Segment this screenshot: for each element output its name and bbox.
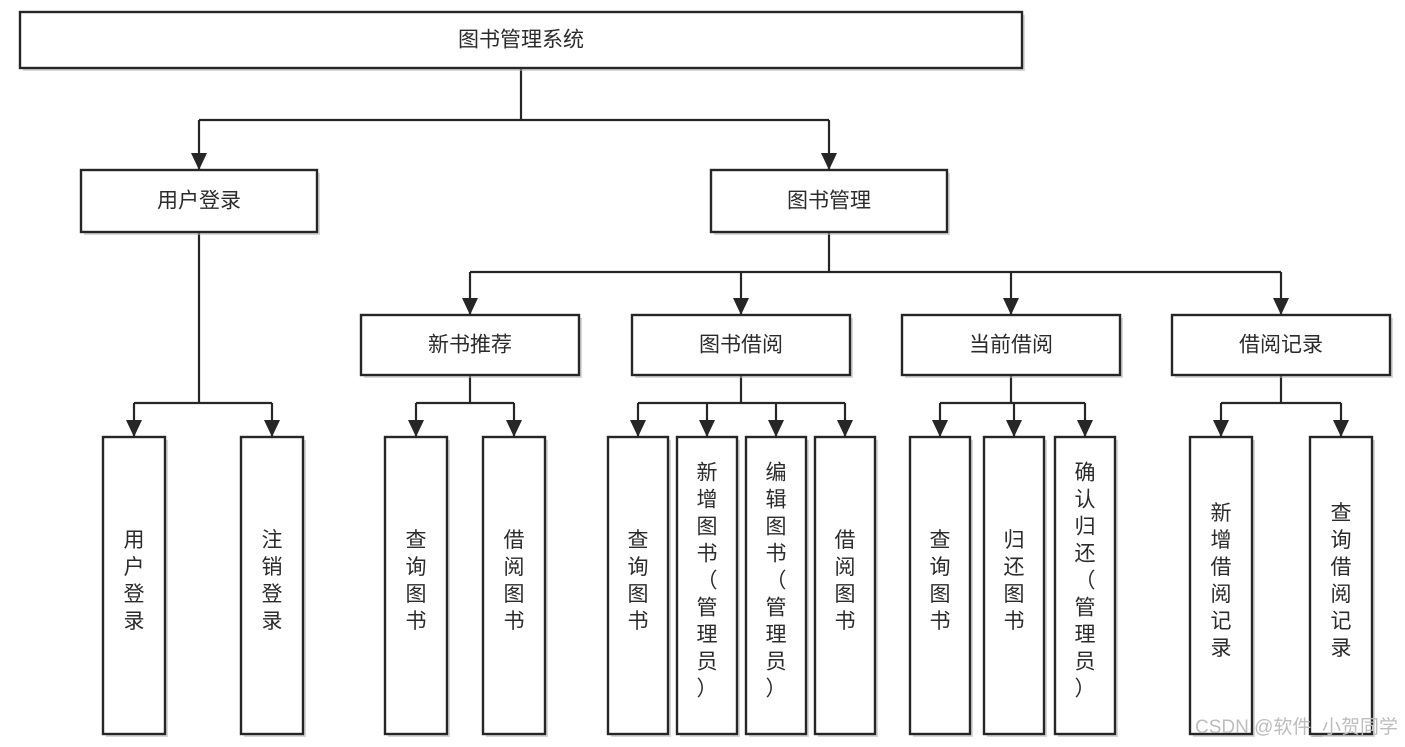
node-box[interactable] [630, 313, 852, 377]
node-root[interactable]: 图书管理系统 [18, 10, 1025, 71]
node-box[interactable] [982, 435, 1046, 736]
node-box[interactable] [359, 313, 581, 377]
node-leaf-borrow-book-rec[interactable]: 借阅图书 [481, 435, 548, 737]
node-leaf-return-book[interactable]: 归还图书 [982, 435, 1047, 737]
node-label: 借阅图书 [504, 529, 525, 633]
node-label: 查询图书 [628, 529, 649, 633]
node-current-borrow[interactable]: 当前借阅 [900, 313, 1123, 378]
node-box[interactable] [239, 435, 305, 736]
node-label: 查询借阅记录 [1331, 502, 1352, 660]
arrow-head-icon [733, 298, 749, 315]
node-label: 图书管理系统 [458, 29, 584, 52]
node-label: 注销登录 [262, 529, 283, 633]
node-leaf-query-book-borrow[interactable]: 查询图书 [606, 435, 671, 737]
node-box[interactable] [744, 435, 808, 736]
arrow-head-icon [1006, 420, 1022, 437]
node-label: 新书推荐 [428, 334, 512, 357]
arrow-head-icon [768, 420, 784, 437]
arrow-head-icon [191, 153, 207, 170]
node-label: 编辑图书（管理员） [766, 462, 787, 701]
arrow-head-icon [1333, 420, 1349, 437]
node-box[interactable] [1308, 435, 1374, 736]
node-leaf-add-borrow-record[interactable]: 新增借阅记录 [1188, 435, 1255, 737]
node-leaf-borrow-book[interactable]: 借阅图书 [813, 435, 878, 737]
node-label: 图书管理 [787, 190, 871, 213]
node-box[interactable] [813, 435, 877, 736]
node-label: 查询图书 [930, 529, 951, 633]
node-box[interactable] [709, 168, 949, 234]
node-label: 当前借阅 [969, 334, 1053, 357]
node-box[interactable] [383, 435, 449, 736]
arrow-head-icon [264, 420, 280, 437]
arrow-head-icon [462, 298, 478, 315]
node-leaf-query-book-cur[interactable]: 查询图书 [908, 435, 973, 737]
arrow-head-icon [1213, 420, 1229, 437]
node-box[interactable] [675, 435, 739, 736]
node-box[interactable] [1053, 435, 1117, 736]
arrow-head-icon [126, 420, 142, 437]
node-label: 确认归还（管理员） [1075, 462, 1096, 701]
node-leaf-edit-book-admin[interactable]: 编辑图书（管理员） [744, 435, 809, 737]
node-box[interactable] [908, 435, 972, 736]
node-leaf-query-book-rec[interactable]: 查询图书 [383, 435, 450, 737]
node-box[interactable] [606, 435, 670, 736]
node-box[interactable] [18, 10, 1024, 70]
node-label: 新增借阅记录 [1211, 502, 1232, 660]
arrow-head-icon [699, 420, 715, 437]
node-label: 查询图书 [406, 529, 427, 633]
node-leaf-user-login[interactable]: 用户登录 [101, 435, 168, 737]
arrow-head-icon [1003, 298, 1019, 315]
arrow-head-icon [506, 420, 522, 437]
arrow-head-icon [837, 420, 853, 437]
node-label: 借阅记录 [1239, 334, 1323, 357]
nodes-layer: 图书管理系统用户登录图书管理新书推荐图书借阅当前借阅借阅记录用户登录注销登录查询… [18, 10, 1393, 737]
watermark-label: CSDN @软件_小贺同学 [1195, 716, 1398, 738]
arrow-head-icon [821, 153, 837, 170]
node-label: 图书借阅 [699, 334, 783, 357]
arrow-head-icon [932, 420, 948, 437]
node-leaf-logout[interactable]: 注销登录 [239, 435, 306, 737]
node-leaf-query-borrow-record[interactable]: 查询借阅记录 [1308, 435, 1375, 737]
node-book-borrow[interactable]: 图书借阅 [630, 313, 853, 378]
node-user-login[interactable]: 用户登录 [79, 168, 320, 235]
arrow-head-icon [1077, 420, 1093, 437]
node-box[interactable] [481, 435, 547, 736]
node-label: 借阅图书 [835, 529, 856, 633]
arrow-head-icon [408, 420, 424, 437]
node-new-book-recommend[interactable]: 新书推荐 [359, 313, 582, 378]
node-label: 归还图书 [1004, 529, 1025, 633]
node-book-manage[interactable]: 图书管理 [709, 168, 950, 235]
node-label: 新增图书（管理员） [697, 462, 718, 701]
node-label: 用户登录 [157, 190, 241, 213]
node-box[interactable] [1170, 313, 1392, 377]
edges-layer [126, 68, 1349, 437]
arrow-head-icon [1273, 298, 1289, 315]
node-leaf-add-book-admin[interactable]: 新增图书（管理员） [675, 435, 740, 737]
node-label: 用户登录 [124, 529, 145, 633]
arrow-head-icon [630, 420, 646, 437]
node-borrow-record[interactable]: 借阅记录 [1170, 313, 1393, 378]
node-box[interactable] [900, 313, 1122, 377]
node-leaf-confirm-return-admin[interactable]: 确认归还（管理员） [1053, 435, 1118, 737]
node-box[interactable] [1188, 435, 1254, 736]
node-box[interactable] [101, 435, 167, 736]
node-box[interactable] [79, 168, 319, 234]
